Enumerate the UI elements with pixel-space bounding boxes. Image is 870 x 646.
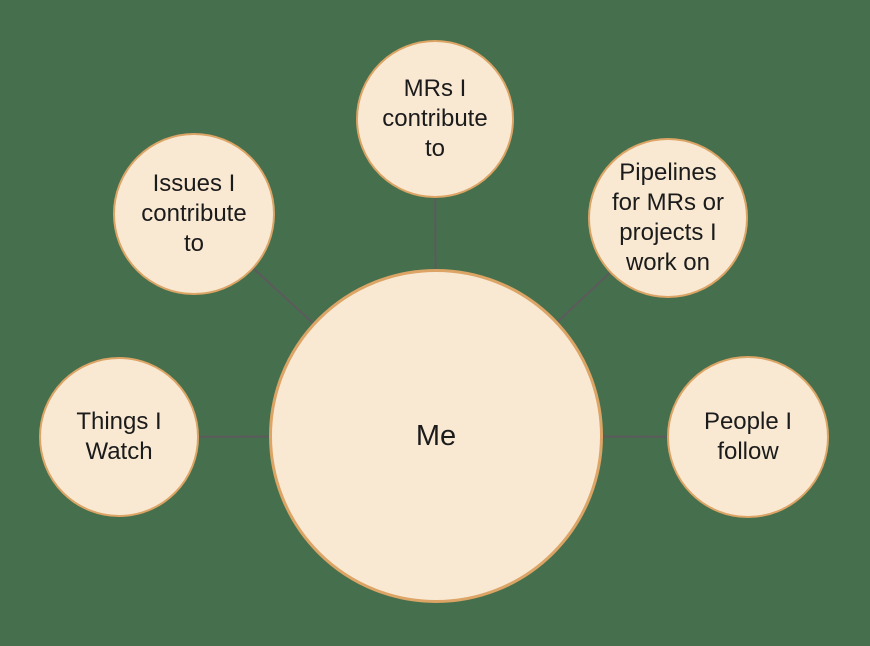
node-pipelines-for-mrs-or-projects: Pipelines for MRs or projects I work on [588, 138, 748, 298]
node-people-i-follow: People I follow [667, 356, 829, 518]
node-me-label: Me [415, 419, 457, 452]
node-mrs-label: MRs I contribute to [382, 75, 488, 162]
node-people-label: People I follow [703, 408, 793, 465]
node-pipelines-label: Pipelines for MRs or projects I work on [611, 159, 724, 276]
node-issues-i-contribute-to: Issues I contribute to [113, 133, 275, 295]
node-me: Me [269, 269, 603, 603]
node-things-label: Things I Watch [76, 408, 162, 465]
node-things-i-watch: Things I Watch [39, 357, 199, 517]
node-issues-label: Issues I contribute to [141, 170, 247, 257]
node-mrs-i-contribute-to: MRs I contribute to [356, 40, 514, 198]
